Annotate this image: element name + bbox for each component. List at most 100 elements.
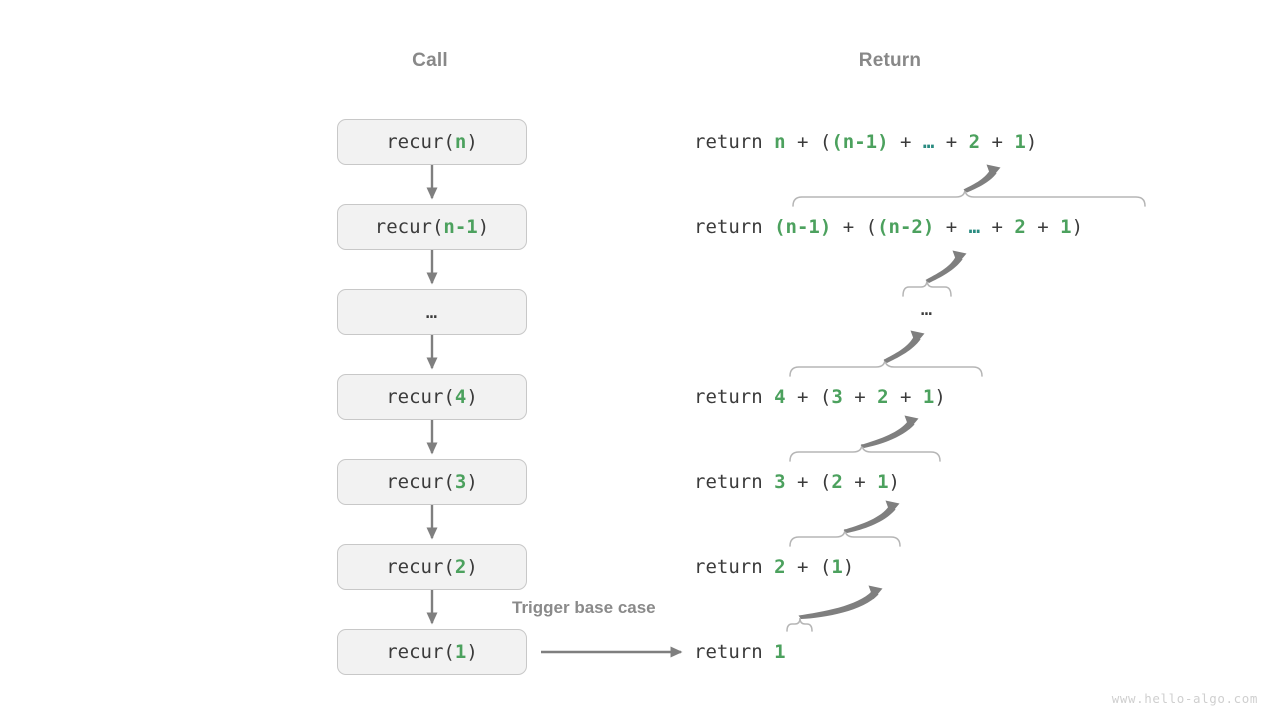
brace-row-mid — [902, 279, 952, 297]
call-box-prefix: recur( — [386, 471, 455, 493]
return-arrowhead-2-to-1 — [986, 164, 1001, 179]
return-token: … — [968, 216, 981, 238]
return-row-5: return 1 — [694, 643, 786, 662]
call-box-suffix: ) — [466, 131, 478, 153]
return-token: 2 — [968, 131, 981, 153]
return-ellipsis-row: … — [920, 298, 934, 320]
return-token: + — [888, 386, 923, 408]
return-arrow-2n-to-3 — [843, 506, 896, 533]
return-token: ( — [819, 471, 832, 493]
return-token: ( — [865, 216, 878, 238]
return-token: + — [785, 131, 820, 153]
return-token: + — [888, 131, 923, 153]
call-box-suffix: ) — [466, 471, 478, 493]
call-box-2: … — [337, 289, 527, 335]
call-box-argument: n — [454, 131, 467, 153]
return-token: ) — [1071, 216, 1084, 238]
return-token: 1 — [831, 556, 843, 578]
call-box-prefix: recur( — [386, 641, 455, 663]
return-token: + — [831, 216, 866, 238]
return-keyword: return — [694, 556, 775, 578]
return-token: (n-2) — [877, 216, 935, 238]
brace-row-3 — [789, 443, 941, 462]
call-box-ellipsis: … — [425, 301, 439, 323]
return-token: ( — [819, 131, 832, 153]
return-keyword: return — [694, 216, 775, 238]
return-token: 1 — [877, 471, 889, 493]
return-arrow-1-to-2n — [798, 591, 879, 619]
return-arrow-4-to-mid — [883, 336, 921, 363]
return-row-4: return 2 + (1) — [694, 558, 854, 577]
return-token: + — [934, 131, 969, 153]
return-token: 2 — [877, 386, 889, 408]
return-keyword: return — [694, 386, 775, 408]
call-box-prefix: recur( — [386, 131, 455, 153]
call-box-6: recur(1) — [337, 629, 527, 675]
return-token: 2 — [774, 556, 786, 578]
call-box-argument: 1 — [454, 641, 467, 663]
return-keyword: return — [694, 641, 775, 663]
return-token: n — [774, 131, 786, 153]
return-token: ( — [819, 556, 832, 578]
return-token: 2 — [1014, 216, 1026, 238]
return-token: 2 — [831, 471, 843, 493]
return-token: + — [980, 216, 1015, 238]
watermark: www.hello-algo.com — [1111, 691, 1258, 706]
call-box-prefix: recur( — [386, 386, 455, 408]
return-token: + — [980, 131, 1015, 153]
call-box-suffix: ) — [477, 216, 490, 238]
column-header-call: Call — [412, 50, 448, 71]
return-flow-arrows — [798, 164, 1001, 619]
return-token: ) — [842, 556, 855, 578]
return-keyword: return — [694, 471, 775, 493]
call-box-argument: 4 — [454, 386, 467, 408]
return-arrowhead-mid-to-2 — [952, 250, 967, 265]
call-box-argument: 2 — [454, 556, 467, 578]
return-token: (n-1) — [831, 131, 889, 153]
brace-row-4 — [789, 358, 983, 377]
return-token: ( — [819, 386, 832, 408]
call-box-suffix: ) — [466, 556, 478, 578]
return-token: 4 — [774, 386, 786, 408]
return-token: + — [1025, 216, 1061, 238]
return-row-3: return 3 + (2 + 1) — [694, 473, 900, 492]
return-arrow-3-to-4 — [860, 421, 915, 448]
call-box-0: recur(n) — [337, 119, 527, 165]
return-token: + — [842, 471, 878, 493]
return-token: + — [785, 386, 820, 408]
return-token: 1 — [1060, 216, 1072, 238]
return-token: (n-1) — [774, 216, 832, 238]
return-token: + — [785, 556, 820, 578]
return-arrowhead-2n-to-3 — [885, 500, 900, 515]
trigger-base-case-label: Trigger base case — [512, 598, 656, 617]
call-box-4: recur(3) — [337, 459, 527, 505]
return-token: 1 — [922, 386, 935, 408]
call-box-argument: 3 — [454, 471, 467, 493]
brace-row-2n — [789, 528, 901, 547]
return-token: ) — [888, 471, 900, 493]
return-row-0: return n + ((n-1) + … + 2 + 1) — [694, 133, 1037, 152]
return-token: + — [785, 471, 820, 493]
call-box-prefix: recur( — [374, 216, 444, 238]
return-token: + — [842, 386, 878, 408]
call-box-5: recur(2) — [337, 544, 527, 590]
return-arrow-2-to-1 — [963, 170, 997, 193]
return-token: ) — [934, 386, 946, 408]
return-token: 3 — [831, 386, 843, 408]
return-arrowhead-3-to-4 — [904, 415, 919, 430]
return-arrowhead-1-to-2n — [868, 585, 883, 600]
return-arrow-mid-to-2 — [925, 256, 963, 283]
column-header-return: Return — [858, 50, 922, 71]
call-box-suffix: ) — [466, 641, 478, 663]
return-row-1: return (n-1) + ((n-2) + … + 2 + 1) — [694, 218, 1083, 237]
return-token: 1 — [1014, 131, 1026, 153]
call-box-3: recur(4) — [337, 374, 527, 420]
return-token: … — [922, 131, 935, 153]
call-box-1: recur(n-1) — [337, 204, 527, 250]
return-row-2: return 4 + (3 + 2 + 1) — [694, 388, 946, 407]
return-token: 3 — [774, 471, 786, 493]
call-box-suffix: ) — [466, 386, 478, 408]
call-box-argument: n-1 — [443, 216, 478, 238]
call-box-prefix: recur( — [386, 556, 455, 578]
